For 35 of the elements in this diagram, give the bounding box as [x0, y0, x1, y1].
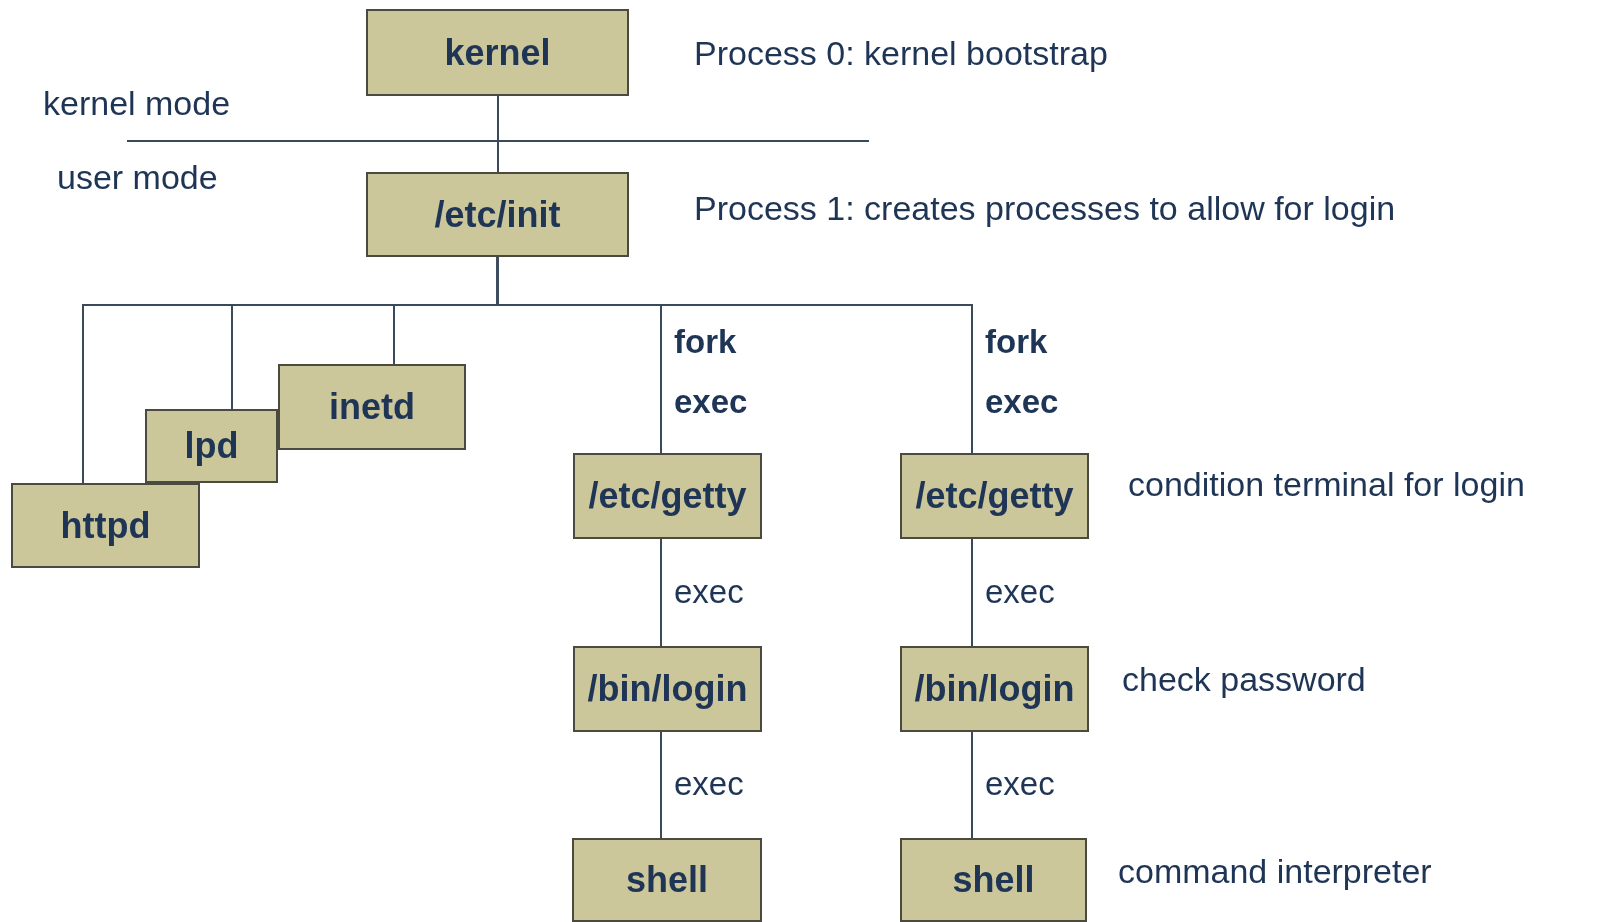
process-description: Process 0: kernel bootstrap [694, 34, 1108, 73]
connector-line [496, 256, 973, 454]
process-name: httpd [60, 504, 151, 547]
process-box [366, 9, 629, 96]
process-name: /etc/init [434, 193, 561, 236]
mode-label: user mode [57, 158, 218, 197]
process-box [573, 646, 762, 732]
connector-line [971, 731, 973, 839]
process-name: inetd [329, 386, 415, 428]
process-box [900, 838, 1087, 922]
process-box [11, 483, 200, 568]
process-name: kernel [444, 31, 551, 74]
mode-label: kernel mode [43, 84, 231, 123]
connector-line [660, 731, 662, 839]
connector-line [497, 95, 499, 173]
process-name: /bin/login [914, 668, 1075, 710]
process-description: Process 1: creates processes to allow for login [694, 189, 1396, 228]
process-name: /etc/getty [588, 475, 747, 517]
process-box [573, 453, 762, 539]
process-name: shell [952, 859, 1035, 901]
process-name: lpd [184, 425, 239, 467]
process-name: /bin/login [587, 668, 748, 710]
process-description: check password [1122, 660, 1366, 699]
process-box [900, 453, 1089, 539]
process-description: command interpreter [1118, 852, 1432, 891]
process-box [572, 838, 762, 922]
process-box [366, 172, 629, 257]
process-box [145, 409, 278, 483]
process-box [900, 646, 1089, 732]
process-description: condition terminal for login [1128, 465, 1525, 504]
process-box [278, 364, 466, 450]
connector-line [971, 538, 973, 647]
process-name: /etc/getty [915, 475, 1074, 517]
process-name: shell [625, 859, 708, 901]
connector-line [660, 538, 662, 647]
